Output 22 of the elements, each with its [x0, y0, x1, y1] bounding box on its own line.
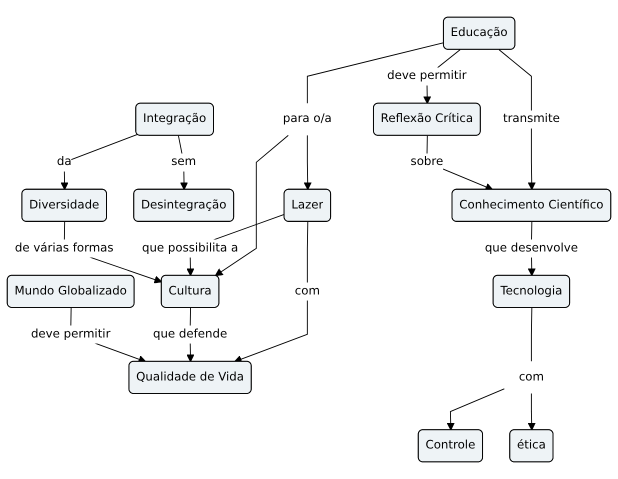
- edge-label: com: [294, 284, 320, 298]
- edge-label: deve permitir: [30, 327, 110, 341]
- arrow: [214, 134, 289, 276]
- edge-label: de várias formas: [14, 241, 114, 255]
- edge-label: que defende: [152, 327, 228, 341]
- arrow: [234, 221, 308, 363]
- edge-label: que possibilita a: [142, 241, 238, 255]
- edge-label: da: [56, 155, 72, 169]
- node-text: com: [518, 370, 544, 384]
- edge-label: que desenvolve: [484, 241, 578, 255]
- arrow: [498, 49, 536, 190]
- edge-label: transmite: [502, 112, 560, 126]
- node-text: para o/a: [282, 112, 332, 126]
- connector: [306, 42, 444, 104]
- connector: [530, 307, 532, 362]
- arrow: [304, 134, 312, 190]
- arrow: [60, 134, 138, 190]
- edge-label: sem: [171, 155, 196, 169]
- edge-label: sobre: [410, 155, 444, 169]
- arrow: [446, 388, 505, 430]
- arrow: [528, 393, 536, 430]
- edge-label: deve permitir: [387, 69, 467, 83]
